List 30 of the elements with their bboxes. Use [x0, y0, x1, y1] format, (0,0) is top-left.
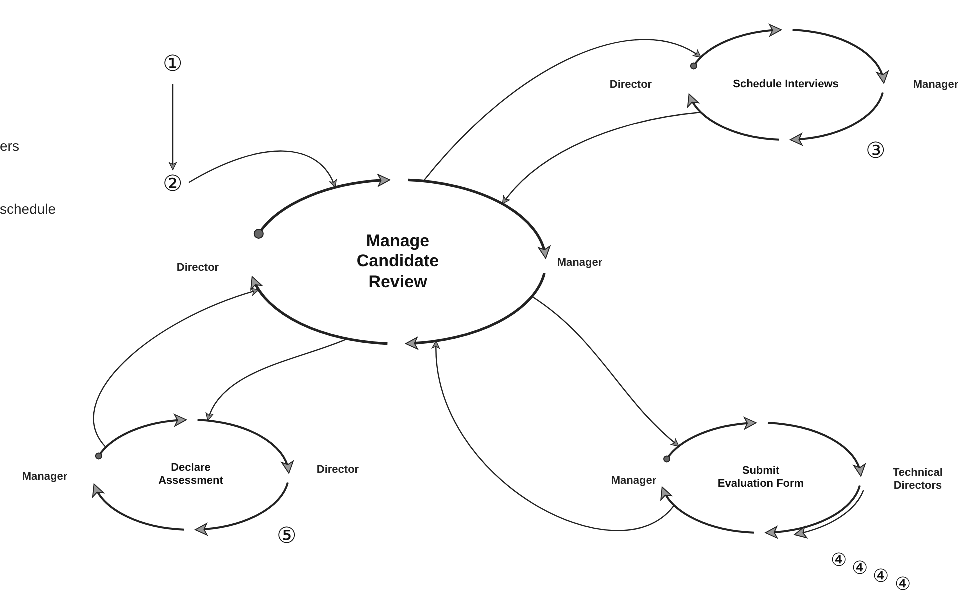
role-label: Director [608, 78, 654, 92]
arrow [502, 112, 702, 204]
arrow [188, 150, 336, 188]
step-number: ④ [895, 575, 912, 595]
step-number: ③ [866, 139, 886, 165]
loop-title: Schedule Interviews [732, 78, 840, 92]
step-number: ④ [873, 567, 890, 587]
role-label: Manager [556, 256, 604, 270]
arrow [432, 340, 675, 532]
loop-title: Manage Candidate Review [356, 231, 440, 293]
note-text: ers [0, 138, 20, 154]
arrow [169, 84, 177, 170]
role-label: Manager [610, 474, 658, 488]
role-label: Director [316, 464, 360, 476]
role-label: Technical Directors [892, 467, 944, 493]
note-text: schedule [0, 201, 56, 217]
step-number: ④ [852, 559, 868, 579]
arrow [206, 338, 348, 422]
step-number: ① [159, 52, 187, 78]
role-label: Manager [21, 470, 69, 484]
arrow [93, 288, 260, 448]
step-number: ② [159, 172, 187, 198]
loop-title: Declare Assessment [158, 462, 224, 488]
arrow [532, 296, 680, 447]
arrow [423, 39, 702, 182]
role-label: Director [176, 262, 220, 274]
loop-title: Submit Evaluation Form [716, 464, 806, 492]
step-number: ⑤ [277, 524, 297, 550]
step-number: ④ [831, 551, 848, 571]
role-label: Manager [912, 78, 960, 92]
